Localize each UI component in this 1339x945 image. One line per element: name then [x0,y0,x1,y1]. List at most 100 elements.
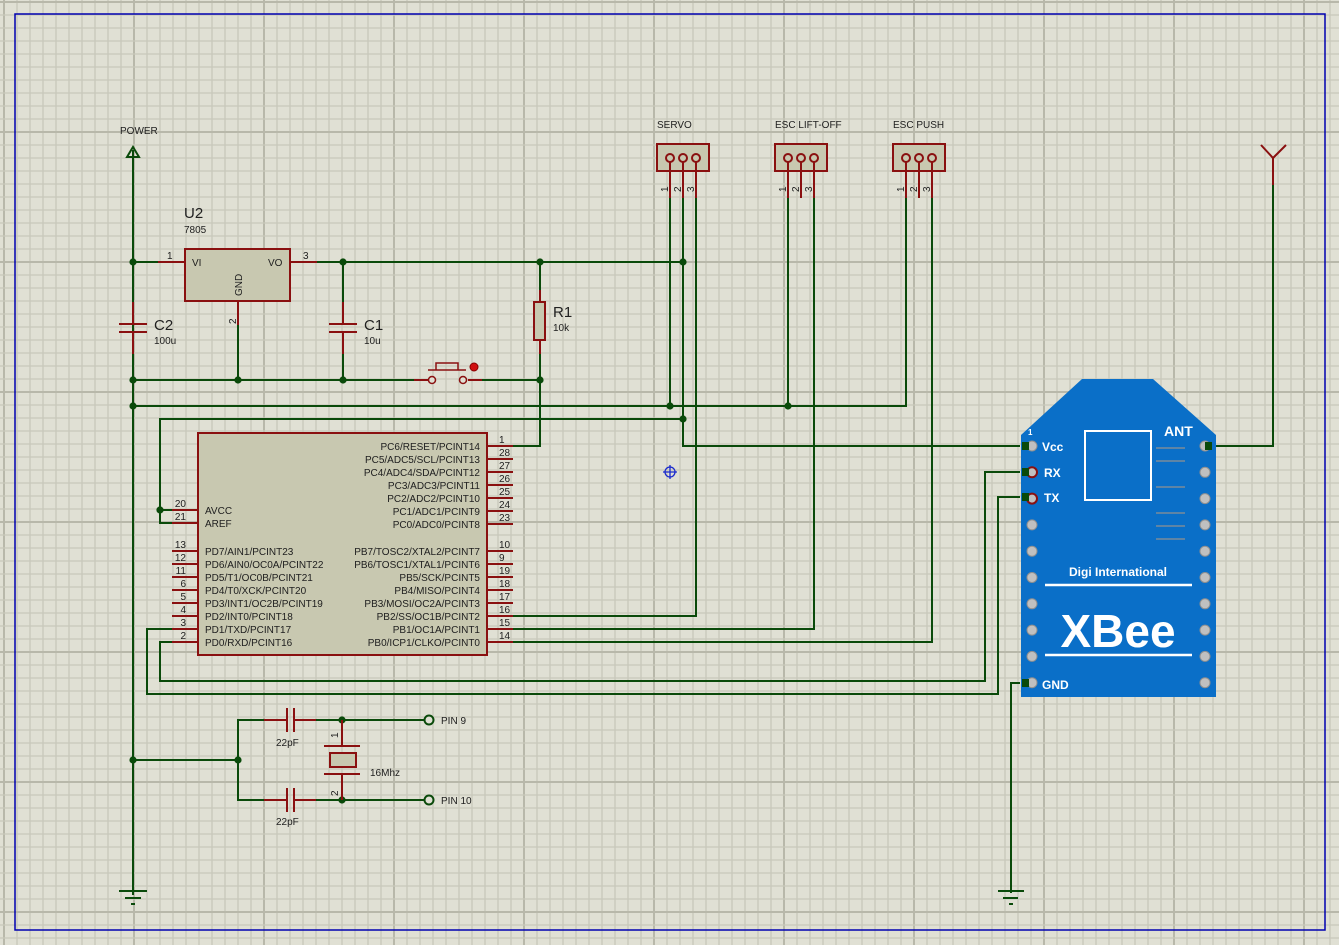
xbee-pin[interactable] [1199,493,1211,505]
connector-label: ESC PUSH [893,120,944,131]
crystal-network[interactable]: 22pF 22pF 16Mhz 1 2 PIN 9 PIN 10 [264,708,472,828]
xtal-cap-bottom-value: 22pF [276,817,299,828]
xbee-pin[interactable] [1026,598,1038,610]
mcu-pin-num: 24 [499,500,511,511]
mcu-pin-num: 20 [175,499,187,510]
capacitor-c2[interactable]: C2 100u [119,302,176,354]
mcu-pin-name: PD7/AIN1/PCINT23 [205,547,294,558]
xbee-tx-label: TX [1044,491,1059,505]
mcu-pin-num: 4 [180,605,186,616]
mcu-pin-num: 15 [499,618,511,629]
xbee-module[interactable]: 1 Vcc RX TX GND ANT Digi International X… [1021,379,1216,697]
connector-pin-num: 2 [673,186,684,192]
wire-txd[interactable] [146,496,1020,695]
xbee-pin[interactable] [1026,650,1038,662]
connector-pin-num: 3 [922,186,933,192]
junction [129,756,137,764]
junction [129,258,137,266]
connector-label: ESC LIFT-OFF [775,120,842,131]
mcu-pin-name: PB5/SCK/PCINT5 [399,573,480,584]
junction [234,756,242,764]
xbee-pin[interactable] [1026,624,1038,636]
crosshair-cursor-icon [663,465,677,479]
mcu-pin-num: 6 [180,579,186,590]
xbee-pin[interactable] [1199,519,1211,531]
mcu-pin-name: PD1/TXD/PCINT17 [205,625,292,636]
power-terminal[interactable]: POWER [120,126,158,158]
xbee-vcc-label: Vcc [1042,440,1064,454]
connector-pin-num: 3 [804,186,815,192]
resistor-r1[interactable]: R1 10k [533,290,572,354]
capacitor-c1[interactable]: C1 10u [329,302,383,354]
mcu-pin-name: PD0/RXD/PCINT16 [205,638,293,649]
connector-pin-num: 3 [686,186,697,192]
u2-pin3-num: 3 [303,251,309,262]
connector-pin-num: 1 [896,186,907,192]
regulator-u2[interactable]: U2 7805 VI VO GND 1 3 2 [158,205,317,325]
r1-value: 10k [553,323,570,334]
u2-ref: U2 [184,205,203,222]
xbee-pin[interactable] [1026,519,1038,531]
pin10-terminal[interactable] [423,794,435,806]
connector-label: SERVO [657,120,692,131]
xbee-pin[interactable] [1199,624,1211,636]
mcu-pin-name: PD6/AIN0/OC0A/PCINT22 [205,560,324,571]
xbee-pin[interactable] [1199,572,1211,583]
wire-ant[interactable] [1210,185,1274,447]
junction [536,258,544,266]
xbee-pin[interactable] [1026,572,1038,583]
button-actuator-icon[interactable] [469,362,479,372]
power-label: POWER [120,126,158,137]
xbee-nc-marks [1156,447,1185,540]
mcu-pin-num: 18 [499,579,511,590]
wire-esc3[interactable] [505,195,815,630]
mcu-atmega328[interactable]: 20AVCC21AREF13PD7/AIN1/PCINT2312PD6/AIN0… [172,432,513,656]
xbee-pin[interactable] [1199,598,1211,610]
mcu-pin-num: 1 [499,435,505,446]
wire-rxd[interactable] [159,471,1020,682]
pin9-terminal[interactable] [423,714,435,726]
xbee-pin[interactable] [1199,650,1211,662]
mcu-pin-name: PD2/INT0/PCINT18 [205,612,293,623]
mcu-pin-name: PC0/ADC0/PCINT8 [393,520,481,531]
mcu-pin-num: 12 [175,553,187,564]
u2-body [184,248,291,302]
mcu-pin-num: 25 [499,487,511,498]
xbee-gnd-label: GND [1042,678,1069,692]
u2-pin-vo: VO [268,258,283,269]
xbee-rx-label: RX [1044,466,1061,480]
xbee-body [1021,379,1216,697]
xbee-chip-outline [1084,430,1152,501]
mcu-pin-num: 5 [180,592,186,603]
mcu-body [197,432,488,656]
mcu-pin-num: 21 [175,512,187,523]
wire-push3[interactable] [505,195,933,643]
wire-avcc-feed[interactable] [159,418,683,524]
mcu-pin-num: 9 [499,553,505,564]
r1-body [533,301,546,341]
xbee-pin[interactable] [1026,545,1038,557]
junction [666,402,674,410]
connector-pin-num: 2 [909,186,920,192]
mcu-pin-name: PC4/ADC4/SDA/PCINT12 [364,468,481,479]
ground-symbol-xbee[interactable] [998,890,1024,905]
wire-avcc[interactable] [682,195,1020,447]
mcu-pin-name: PC5/ADC5/SCL/PCINT13 [365,455,480,466]
ground-symbol-left[interactable] [119,890,147,905]
wire-gnd-406[interactable] [133,195,907,407]
wire-servo3[interactable] [505,195,697,617]
wire-xbee-gnd[interactable] [1010,682,1020,893]
xbee-pin[interactable] [1199,466,1211,478]
reset-pushbutton[interactable] [414,362,482,385]
mcu-pin-name: PD5/T1/OC0B/PCINT21 [205,573,313,584]
mcu-pin-name: PB2/SS/OC1B/PCINT2 [377,612,481,623]
mcu-pin-name: PB6/TOSC1/XTAL1/PCINT6 [354,560,480,571]
xbee-pin[interactable] [1199,545,1211,557]
antenna-icon[interactable] [1260,144,1287,185]
u2-value: 7805 [184,225,207,236]
xbee-pin[interactable] [1199,677,1211,689]
